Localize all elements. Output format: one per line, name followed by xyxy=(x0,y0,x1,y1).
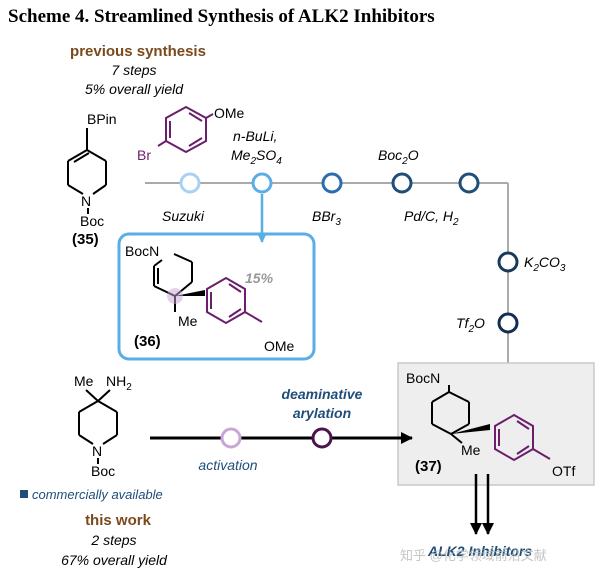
compound-37-otf: OTf xyxy=(552,463,575,479)
aryl-bromide-br: Br xyxy=(137,147,151,163)
amine-nh2: NH2 xyxy=(106,373,132,393)
reagent-boc2o: Boc2O xyxy=(378,147,419,167)
step-arylation-node xyxy=(311,427,333,449)
compound-36-label: (36) xyxy=(134,333,161,350)
commercial-note: commercially available xyxy=(32,487,163,502)
reagent-k2co3: K2CO3 xyxy=(524,254,566,274)
amine-structure xyxy=(78,389,118,464)
compound-37-bocn: BocN xyxy=(406,370,440,386)
compound-37-structure xyxy=(431,385,470,444)
compound-36-bocn: BocN xyxy=(125,243,159,259)
reagent-suzuki: Suzuki xyxy=(162,208,205,224)
compound-37-box xyxy=(397,362,595,486)
compound-36-me: Me xyxy=(178,313,198,329)
amine-n: N xyxy=(92,443,102,459)
previous-yield: 5% overall yield xyxy=(85,81,184,97)
compound-37-aryl xyxy=(494,413,551,462)
step-bbr3-node xyxy=(321,172,343,194)
step-boc2o-node xyxy=(391,172,413,194)
commercial-marker xyxy=(20,490,28,498)
this-work-steps: 2 steps xyxy=(90,532,136,548)
step-activation-node xyxy=(220,427,242,449)
compound-37-me: Me xyxy=(461,442,481,458)
reagent-bbr3: BBr3 xyxy=(312,208,341,228)
route-activation: activation xyxy=(198,457,257,473)
aryl-bromide-structure xyxy=(157,105,214,154)
amine-me: Me xyxy=(74,373,94,389)
route-deaminative: deaminative xyxy=(282,386,363,402)
compound-36-yield: 15% xyxy=(245,270,274,286)
compound-36-box xyxy=(117,232,316,361)
step-pdc-node xyxy=(458,172,480,194)
compound-35-bpin: BPin xyxy=(87,111,117,127)
this-work-yield: 67% overall yield xyxy=(61,552,168,568)
reagent-me2so4: Me2SO4 xyxy=(231,147,282,167)
reagent-tf2o: Tf2O xyxy=(456,315,485,335)
compound-37-label: (37) xyxy=(415,458,442,475)
compound-37-wedge xyxy=(451,424,490,434)
step-suzuki-node xyxy=(179,172,201,194)
reagent-pdc: Pd/C, H2 xyxy=(404,208,459,228)
compound-35-n: N xyxy=(81,193,91,209)
compound-36-stereo-highlight xyxy=(167,288,183,304)
scheme-title: Scheme 4. Streamlined Synthesis of ALK2 … xyxy=(8,6,435,27)
aryl-bromide-ome: OMe xyxy=(214,105,245,121)
compound-35-label: (35) xyxy=(72,231,99,248)
route-arylation: arylation xyxy=(293,405,351,421)
compound-35-boc: Boc xyxy=(80,213,104,229)
step-k2co3-node xyxy=(497,251,519,273)
step-methylation-node xyxy=(251,172,273,194)
compound-36-aryl xyxy=(206,276,263,325)
compound-36-structure xyxy=(153,253,193,312)
compound-35-structure xyxy=(67,128,107,214)
amine-boc: Boc xyxy=(91,463,115,479)
previous-steps: 7 steps xyxy=(111,62,156,78)
step-tf2o-node xyxy=(497,312,519,334)
this-work-heading: this work xyxy=(85,512,152,529)
compound-36-ome: OMe xyxy=(264,338,295,354)
watermark: 知乎 @化学领域前沿文献 xyxy=(400,548,547,563)
previous-heading: previous synthesis xyxy=(70,43,206,60)
reagent-nbuli: n-BuLi, xyxy=(233,128,277,144)
product-label: ALK2 Inhibitors xyxy=(427,543,532,559)
